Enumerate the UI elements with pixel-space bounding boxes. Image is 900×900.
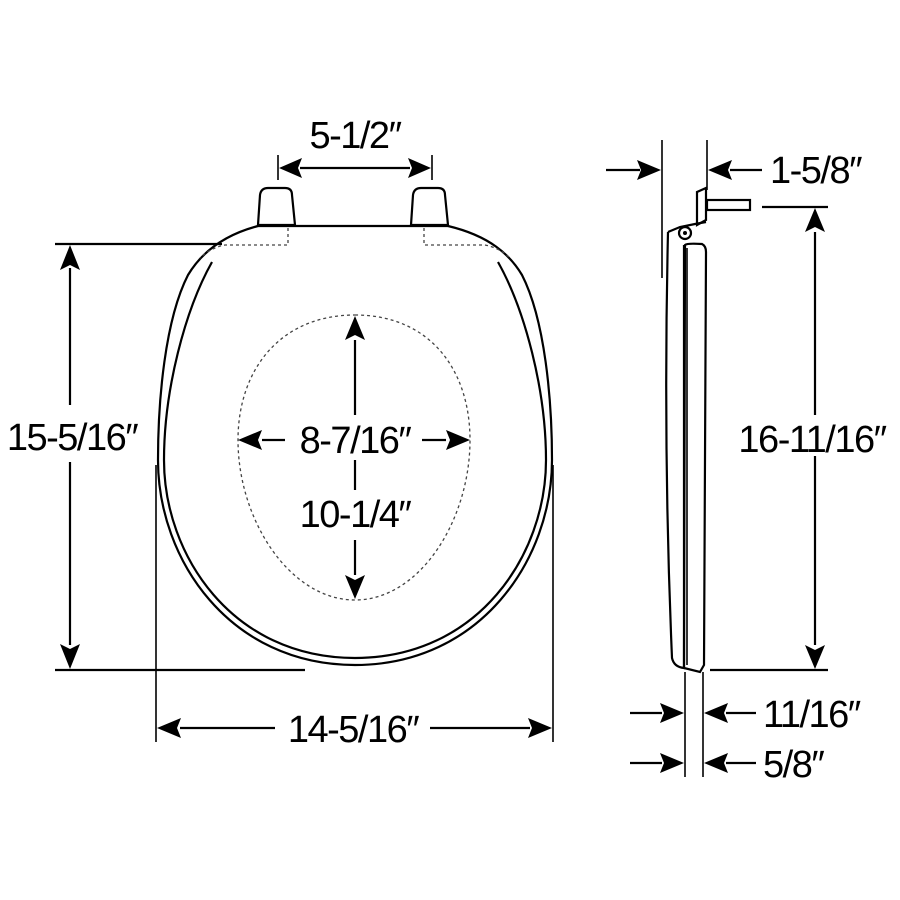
side-lid: [665, 231, 686, 670]
hinge-spacing-label: 5-1/2″: [309, 115, 401, 157]
side-seat: [682, 242, 708, 674]
seat-thickness-b-label: 5/8″: [763, 744, 824, 786]
front-view: 5-1/2″ 15-5/16″ 8-7/16″ 10-1/4″ 14-5/16″: [7, 115, 554, 751]
overall-length-label: 15-5/16″: [7, 417, 138, 459]
opening-length-label: 10-1/4″: [300, 494, 412, 536]
side-view: 1-5/8″ 16-11/16″ 11/16″ 5/8″: [606, 140, 888, 786]
left-hinge-post: [256, 186, 297, 227]
seat-thickness-a-label: 11/16″: [763, 694, 861, 736]
seat-outline: [156, 224, 554, 667]
hinge-depth-label: 1-5/8″: [770, 150, 862, 192]
side-hinge: [667, 186, 752, 241]
seat-opening-outline: [237, 314, 471, 601]
overall-width-label: 14-5/16″: [288, 709, 419, 751]
opening-width-label: 8-7/16″: [300, 420, 412, 462]
total-length-label: 16-11/16″: [738, 419, 886, 461]
right-hinge-post: [409, 186, 450, 227]
